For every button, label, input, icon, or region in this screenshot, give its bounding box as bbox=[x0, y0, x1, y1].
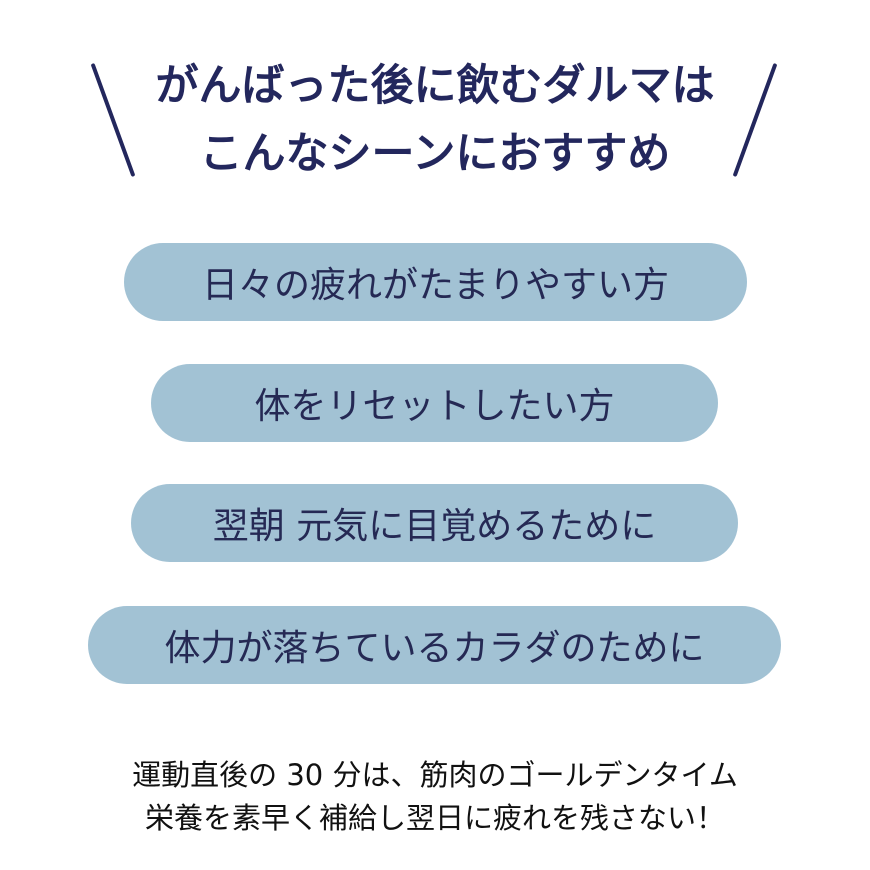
footer-line-1: 運動直後の 30 分は、筋肉のゴールデンタイム bbox=[132, 758, 738, 792]
scene-pill-2: 体をリセットしたい方 bbox=[151, 364, 718, 442]
scene-pill-1: 日々の疲れがたまりやすい方 bbox=[124, 243, 747, 321]
scene-pill-4: 体力が落ちているカラダのために bbox=[88, 606, 781, 684]
footer-line-2: 栄養を素早く補給し翌日に疲れを残さない！ bbox=[144, 801, 725, 835]
headline-line-1: がんばった後に飲むダルマは bbox=[155, 61, 715, 111]
headline-line-2: こんなシーンにおすすめ bbox=[199, 129, 671, 179]
scene-pill-3: 翌朝 元気に目覚めるために bbox=[131, 484, 738, 562]
